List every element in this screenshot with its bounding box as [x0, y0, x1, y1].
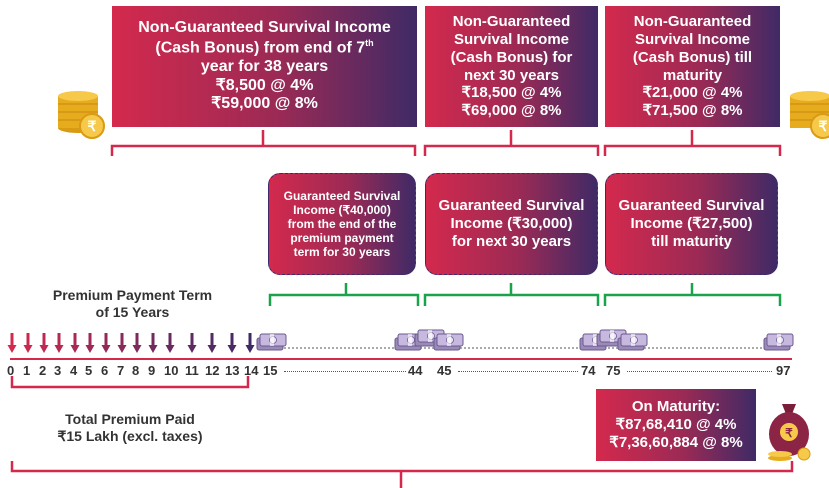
premium-term-line-1: Premium Payment Term [52, 287, 213, 303]
year-label: 6 [101, 363, 109, 378]
gs3-line-3: till maturity [651, 232, 732, 250]
gs2-line-2: Income (₹30,000) [450, 215, 573, 233]
premium-term-line-2: of 15 Years [95, 303, 170, 320]
ng1-line-4: ₹8,500 @ 4% [215, 76, 314, 94]
dotted-connector [284, 371, 406, 372]
non-guaranteed-box-3: Non-Guaranteed Survival Income (Cash Bon… [605, 6, 780, 127]
ng2-line-4: next 30 years [463, 66, 560, 84]
ng1-line-3: year for 38 years [200, 57, 329, 75]
dotted-connector [627, 371, 772, 372]
year-label: 12 [205, 363, 220, 378]
maturity-line-2: ₹7,36,60,884 @ 8% [609, 433, 743, 451]
gs2-line-3: for next 30 years [451, 232, 572, 250]
guaranteed-box-2: Guaranteed Survival Income (₹30,000) for… [425, 173, 598, 275]
gs1-line-3: from the end of the [287, 216, 397, 231]
svg-text:₹: ₹ [819, 118, 828, 134]
year-label: 14 [244, 363, 259, 378]
premium-arrow [101, 333, 111, 353]
premium-arrow [70, 333, 80, 353]
rupee-coins-icon: ₹ [790, 91, 829, 139]
maturity-line-1: ₹87,68,410 @ 4% [615, 416, 737, 434]
guaranteed-box-1: Guaranteed Survival Income (₹40,000) fro… [268, 173, 416, 275]
premium-arrow [245, 333, 255, 353]
gs3-line-1: Guaranteed Survival [618, 197, 765, 215]
cash-bundle-icon [256, 329, 794, 351]
dotted-connector [458, 371, 578, 372]
premium-arrow [7, 333, 17, 353]
ng1-line-1: Non-Guaranteed Survival Income [138, 18, 391, 36]
year-label: 3 [54, 363, 62, 378]
year-label: 11 [185, 363, 199, 378]
premium-arrow [54, 333, 64, 353]
premium-arrow [85, 333, 95, 353]
ng3-line-5: ₹21,000 @ 4% [642, 84, 743, 102]
svg-text:₹: ₹ [785, 426, 793, 440]
guaranteed-box-3: Guaranteed Survival Income (₹27,500) til… [605, 173, 778, 275]
premium-arrow [165, 333, 175, 353]
ng3-line-3: (Cash Bonus) till [632, 48, 753, 66]
total-premium-line-2: ₹15 Lakh (excl. taxes) [57, 427, 203, 444]
premium-term-label: Premium Payment Term of 15 Years [10, 287, 255, 320]
ng3-line-1: Non-Guaranteed [633, 13, 752, 31]
gs3-line-2: Income (₹27,500) [630, 215, 753, 233]
ng2-line-5: ₹18,500 @ 4% [461, 84, 562, 102]
ng1-line-2: (Cash Bonus) from end of 7 [155, 38, 366, 56]
premium-arrow [117, 333, 127, 353]
money-bag-icon: ₹ [768, 404, 811, 461]
ng2-line-3: (Cash Bonus) for [450, 48, 573, 66]
year-label: 9 [148, 363, 156, 378]
premium-arrow [39, 333, 49, 353]
rupee-coins-icon: ₹ [58, 91, 105, 139]
gs1-line-4: premium payment [290, 231, 394, 246]
year-label: 5 [85, 363, 93, 378]
year-label: 1 [23, 363, 31, 378]
premium-year-labels: 0 1 2 3 4 5 6 7 8 9 10 11 12 13 14 [0, 363, 270, 381]
ng3-line-4: maturity [662, 66, 723, 84]
year-label-15: 15 [263, 363, 278, 378]
premium-arrow [207, 333, 217, 353]
premium-arrow [187, 333, 197, 353]
ng1-line-5: ₹59,000 @ 8% [211, 95, 318, 113]
ng3-line-6: ₹71,500 @ 8% [642, 101, 743, 119]
year-label-74: 74 [581, 363, 596, 378]
premium-arrow [23, 333, 33, 353]
non-guaranteed-box-1: Non-Guaranteed Survival Income (Cash Bon… [112, 6, 417, 127]
year-label: 10 [164, 363, 179, 378]
top-brackets [110, 130, 782, 156]
total-premium-label: Total Premium Paid ₹15 Lakh (excl. taxes… [10, 411, 250, 444]
gs1-line-1: Guaranteed Survival [283, 188, 401, 203]
year-label: 7 [117, 363, 125, 378]
svg-text:₹: ₹ [88, 118, 97, 134]
year-label: 8 [132, 363, 140, 378]
bottom-bracket [10, 461, 794, 488]
year-label-44: 44 [408, 363, 423, 378]
year-label: 4 [70, 363, 78, 378]
year-label: 0 [7, 363, 15, 378]
maturity-box: On Maturity: ₹87,68,410 @ 4% ₹7,36,60,88… [596, 389, 756, 461]
gs1-line-5: term for 30 years [293, 245, 391, 260]
premium-arrow [148, 333, 158, 353]
ng1-sup: th [365, 37, 374, 48]
year-label-45: 45 [437, 363, 452, 378]
ng2-line-1: Non-Guaranteed [452, 13, 571, 31]
premium-arrow [227, 333, 237, 353]
ng3-line-2: Survival Income [634, 31, 751, 49]
ng2-line-6: ₹69,000 @ 8% [461, 101, 562, 119]
year-label: 13 [225, 363, 240, 378]
year-label: 2 [39, 363, 47, 378]
ng2-line-2: Survival Income [453, 31, 570, 49]
maturity-title: On Maturity: [631, 398, 721, 416]
premium-arrow [132, 333, 142, 353]
non-guaranteed-box-2: Non-Guaranteed Survival Income (Cash Bon… [425, 6, 598, 127]
gs1-line-2: Income (₹40,000) [293, 202, 391, 217]
year-label-97: 97 [776, 363, 791, 378]
premium-bracket [10, 376, 250, 389]
green-brackets [268, 283, 782, 306]
premium-arrows [7, 333, 255, 353]
total-premium-line-1: Total Premium Paid [65, 411, 195, 427]
gs2-line-1: Guaranteed Survival [438, 197, 585, 215]
year-label-75: 75 [606, 363, 621, 378]
